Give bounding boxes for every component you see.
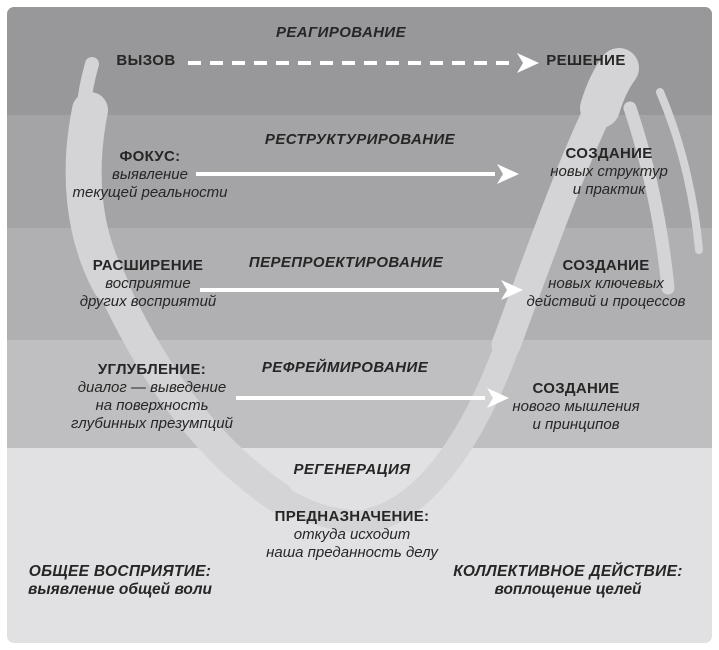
u-brushstroke-watermark (65, 48, 703, 533)
row-header-reframing: РЕФРЕЙМИРОВАНИЕ (261, 359, 429, 376)
focus-block: ФОКУС: выявление текущей реальности (72, 147, 227, 202)
creating-processes-title: СОЗДАНИЕ (562, 257, 650, 274)
purpose-block: ПРЕДНАЗНАЧЕНИЕ: откуда исходит наша пред… (266, 507, 438, 562)
common-perception-title: ОБЩЕЕ ВОСПРИЯТИЕ: (28, 563, 212, 580)
deepening-line-3: глубинных презумпций (71, 415, 233, 432)
row-header-regenerating: РЕГЕНЕРАЦИЯ (293, 461, 411, 478)
collective-action-block: КОЛЛЕКТИВНОЕ ДЕЙСТВИЕ: воплощение целей (453, 562, 682, 599)
creating-thinking-line-2: и принципов (532, 416, 620, 433)
common-perception-line: выявление общей воли (27, 581, 213, 598)
creating-processes-block: СОЗДАНИЕ новых ключевых действий и проце… (526, 256, 685, 311)
creating-thinking-block: СОЗДАНИЕ нового мышления и принципов (512, 379, 639, 434)
deepening-line-1: диалог — выведение (77, 379, 227, 396)
expanding-block: РАСШИРЕНИЕ восприятие других восприятий (80, 256, 217, 311)
creating-structures-block: СОЗДАНИЕ новых структур и практик (550, 144, 668, 199)
reframing-arrow (236, 388, 509, 408)
expanding-line-1: восприятие (105, 275, 191, 292)
creating-structures-title: СОЗДАНИЕ (565, 145, 653, 162)
creating-thinking-title: СОЗДАНИЕ (532, 380, 620, 397)
creating-processes-line-1: новых ключевых (548, 275, 664, 292)
deepening-title: УГЛУБЛЕНИЕ: (97, 361, 207, 378)
common-perception-block: ОБЩЕЕ ВОСПРИЯТИЕ: выявление общей воли (28, 562, 212, 599)
purpose-line-2: наша преданность делу (266, 544, 438, 561)
diagram-panel (7, 7, 712, 643)
restructuring-arrow (196, 164, 519, 184)
focus-line-1: выявление (112, 166, 188, 183)
row-header-restructuring: РЕСТРУКТУРИРОВАНИЕ (264, 131, 456, 148)
reacting-dashed-arrow (188, 53, 539, 73)
collective-action-title: КОЛЛЕКТИВНОЕ ДЕЙСТВИЕ: (453, 563, 683, 580)
collective-action-line: воплощение целей (494, 581, 642, 598)
expanding-line-2: других восприятий (79, 293, 217, 310)
band-reframing (7, 340, 712, 448)
creating-structures-line-2: и практик (572, 181, 646, 198)
creating-structures-line-1: новых структур (550, 163, 668, 180)
creating-thinking-line-1: нового мышления (512, 398, 640, 415)
focus-line-2: текущей реальности (72, 184, 228, 201)
challenge-label: ВЫЗОВ (116, 52, 176, 69)
purpose-title: ПРЕДНАЗНАЧЕНИЕ: (274, 508, 430, 525)
band-regenerating (7, 448, 712, 643)
purpose-line-1: откуда исходит (293, 526, 411, 543)
redesigning-arrow (200, 280, 523, 300)
solution-label: РЕШЕНИЕ (546, 52, 626, 69)
expanding-title: РАСШИРЕНИЕ (92, 257, 204, 274)
creating-processes-line-2: действий и процессов (526, 293, 686, 310)
focus-title: ФОКУС: (119, 148, 181, 165)
row-header-reacting: РЕАГИРОВАНИЕ (275, 24, 407, 41)
row-header-redesigning: ПЕРЕПРОЕКТИРОВАНИЕ (248, 254, 444, 271)
deepening-block: УГЛУБЛЕНИЕ: диалог — выведение на поверх… (71, 360, 233, 433)
deepening-line-2: на поверхность (95, 397, 209, 414)
